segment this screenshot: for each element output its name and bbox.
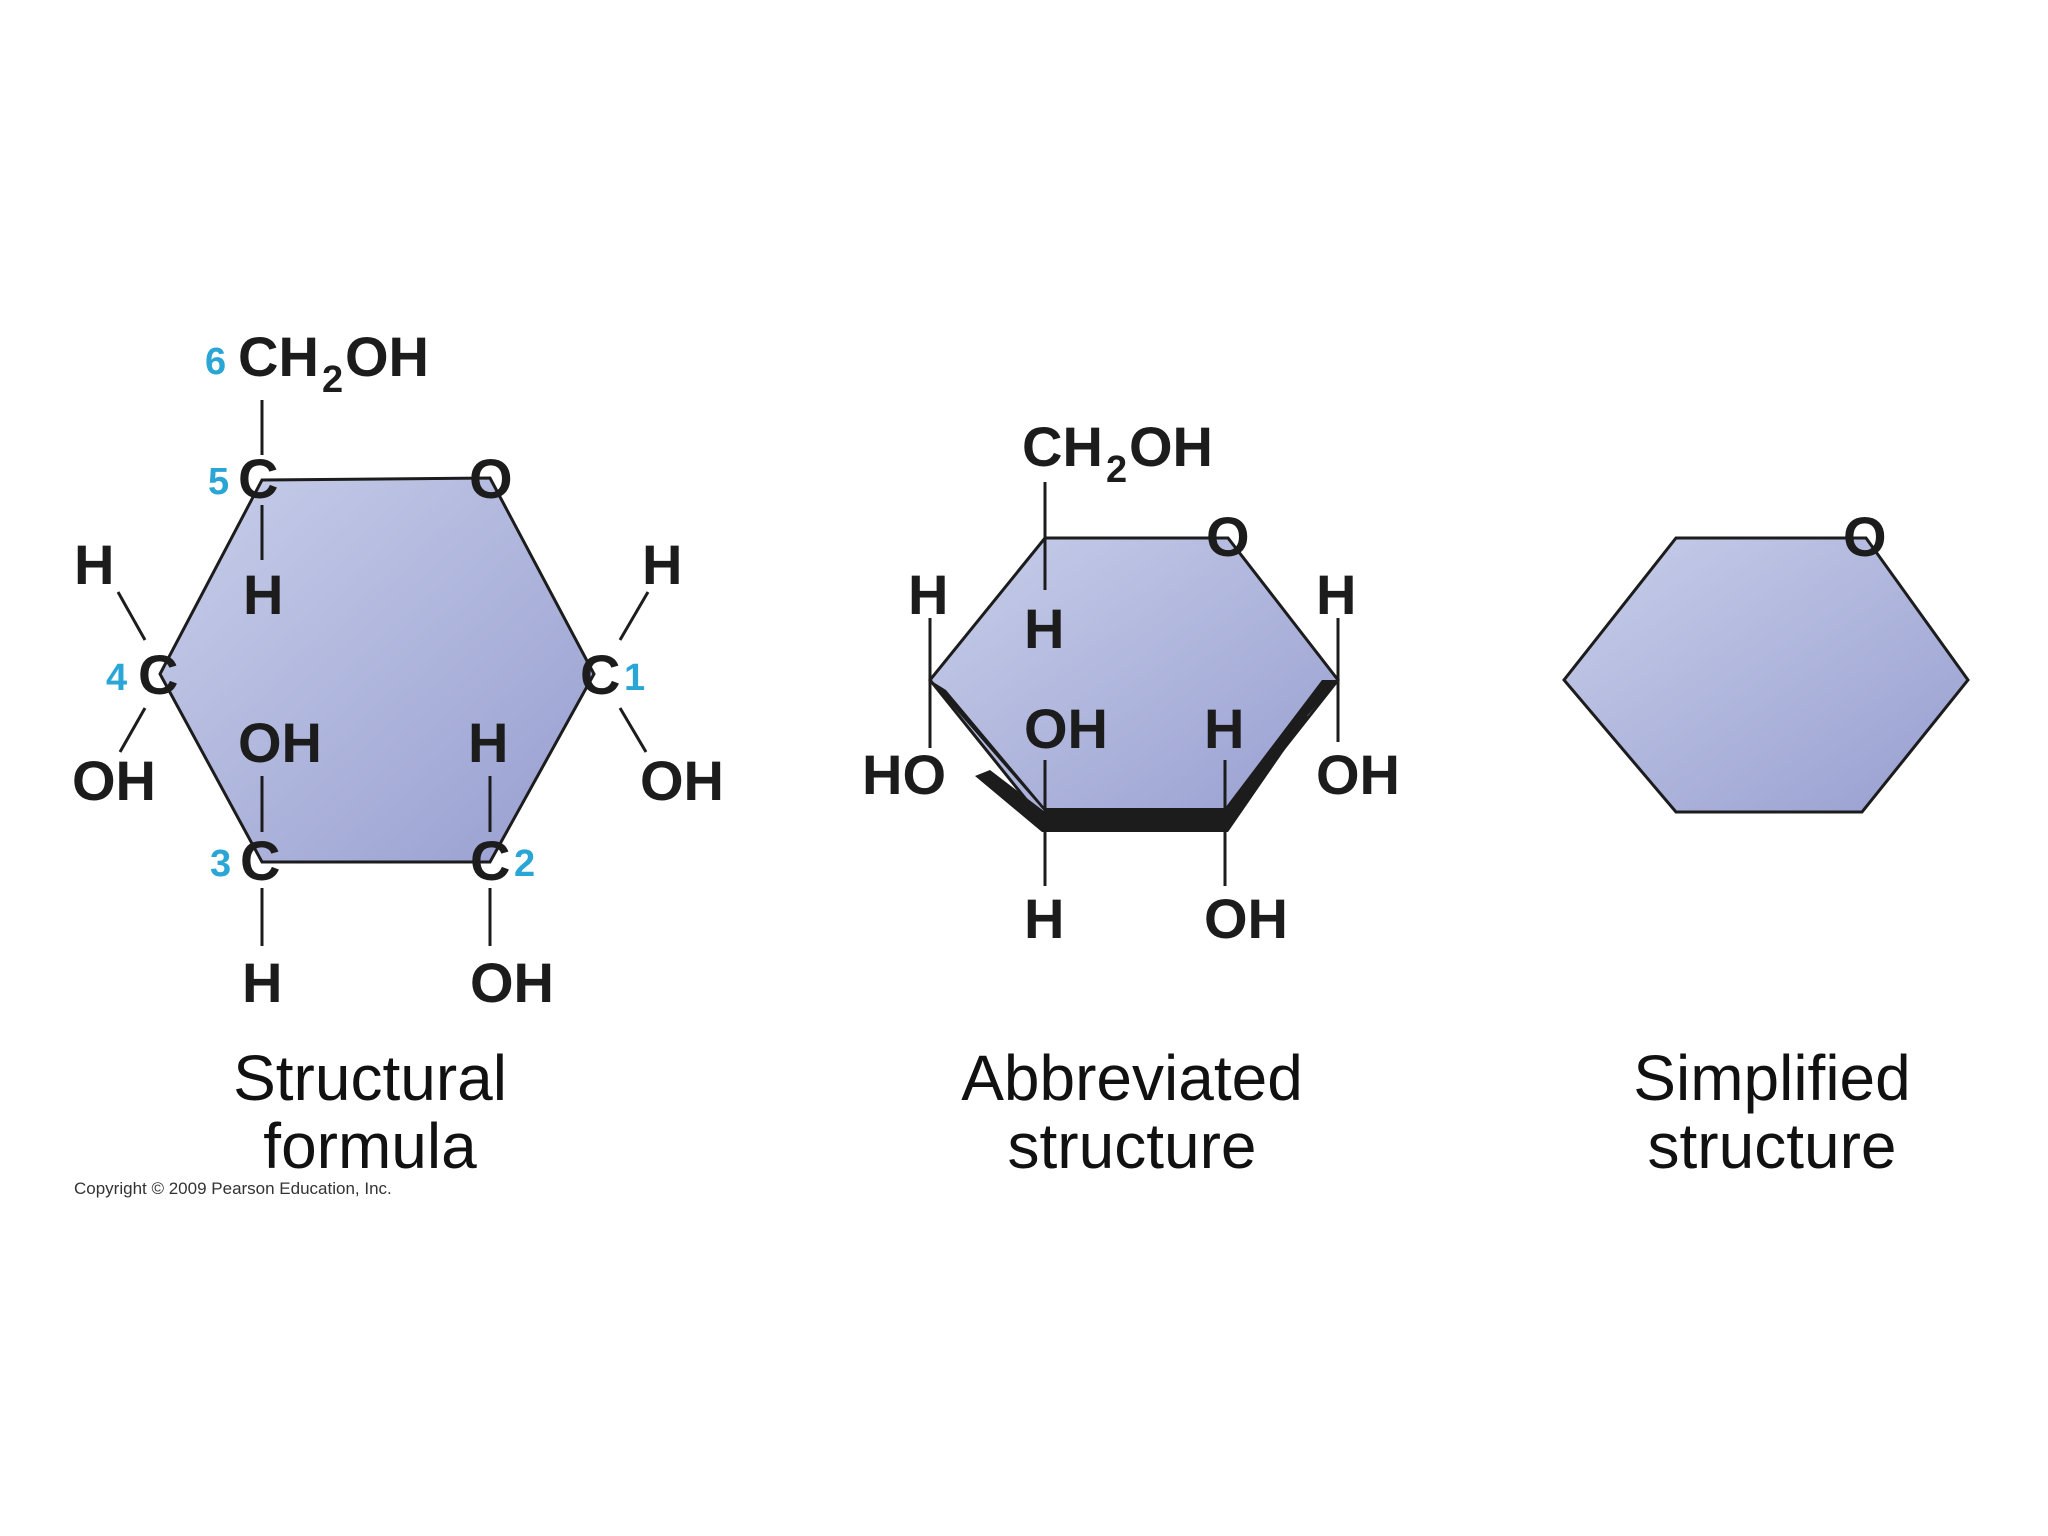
c1-carbon: C bbox=[580, 643, 620, 706]
abbr-c2-bottom-hydroxyl: OH bbox=[1204, 887, 1288, 950]
c3-carbon: C bbox=[240, 829, 280, 892]
simplified-structure: O Simplified structure bbox=[1562, 505, 1970, 1182]
simplified-ring bbox=[1562, 536, 1970, 814]
copyright-notice: Copyright © 2009 Pearson Education, Inc. bbox=[74, 1179, 392, 1198]
abbreviated-caption-line2: structure bbox=[1008, 1110, 1257, 1182]
ch2oh-oh: OH bbox=[345, 325, 429, 388]
abbr-c3-bottom-hydrogen: H bbox=[1024, 887, 1064, 950]
c4-hydrogen: H bbox=[74, 533, 114, 596]
simplified-caption-line1: Simplified bbox=[1633, 1042, 1910, 1114]
abbr-c1-hydrogen: H bbox=[1316, 563, 1356, 626]
abbr-ch2oh-subscript: 2 bbox=[1106, 449, 1127, 491]
ch2oh-subscript: 2 bbox=[322, 359, 343, 401]
abbreviated-structure: CH 2 OH O H H H OH H HO OH H OH Abbrevia… bbox=[862, 415, 1400, 1182]
c1-hydrogen: H bbox=[642, 533, 682, 596]
structural-caption-line2: formula bbox=[263, 1110, 477, 1182]
c2-number: 2 bbox=[514, 843, 535, 885]
c4-number: 4 bbox=[106, 657, 127, 699]
structural-ring bbox=[158, 476, 596, 864]
c3-hydroxyl: OH bbox=[238, 711, 322, 774]
abbr-c4-hydrogen: H bbox=[908, 563, 948, 626]
abbr-ring-oxygen: O bbox=[1206, 505, 1250, 568]
c4-hydroxyl: OH bbox=[72, 749, 156, 812]
abbr-c5-hydrogen: H bbox=[1024, 597, 1064, 660]
c2-carbon: C bbox=[470, 829, 510, 892]
structural-formula: 6 CH 2 OH 5 C O H H 4 C OH H C 1 OH OH H… bbox=[72, 325, 724, 1182]
ch2oh-ch: CH bbox=[238, 325, 319, 388]
c5-carbon: C bbox=[238, 447, 278, 510]
ring-oxygen: O bbox=[469, 447, 513, 510]
simplified-ring-oxygen: O bbox=[1843, 505, 1887, 568]
c2-hydrogen: H bbox=[468, 711, 508, 774]
c1-number: 1 bbox=[624, 657, 645, 699]
c5-number: 5 bbox=[208, 461, 229, 503]
c3-number: 3 bbox=[210, 843, 231, 885]
abbr-ch2oh-ch: CH bbox=[1022, 415, 1103, 478]
abbr-c1-hydroxyl: OH bbox=[1316, 743, 1400, 806]
simplified-caption-line2: structure bbox=[1648, 1110, 1897, 1182]
abbr-ch2oh-oh: OH bbox=[1129, 415, 1213, 478]
c1-hydroxyl: OH bbox=[640, 749, 724, 812]
abbreviated-caption-line1: Abbreviated bbox=[961, 1042, 1303, 1114]
c5-hydrogen: H bbox=[243, 563, 283, 626]
abbr-c3-hydroxyl: OH bbox=[1024, 697, 1108, 760]
c2-bottom-hydroxyl: OH bbox=[470, 951, 554, 1014]
c4-carbon: C bbox=[138, 643, 178, 706]
c3-bottom-hydrogen: H bbox=[242, 951, 282, 1014]
structural-caption-line1: Structural bbox=[233, 1042, 507, 1114]
abbr-c4-hydroxyl: HO bbox=[862, 743, 946, 806]
abbr-c2-hydrogen: H bbox=[1204, 697, 1244, 760]
c6-number: 6 bbox=[205, 341, 226, 383]
